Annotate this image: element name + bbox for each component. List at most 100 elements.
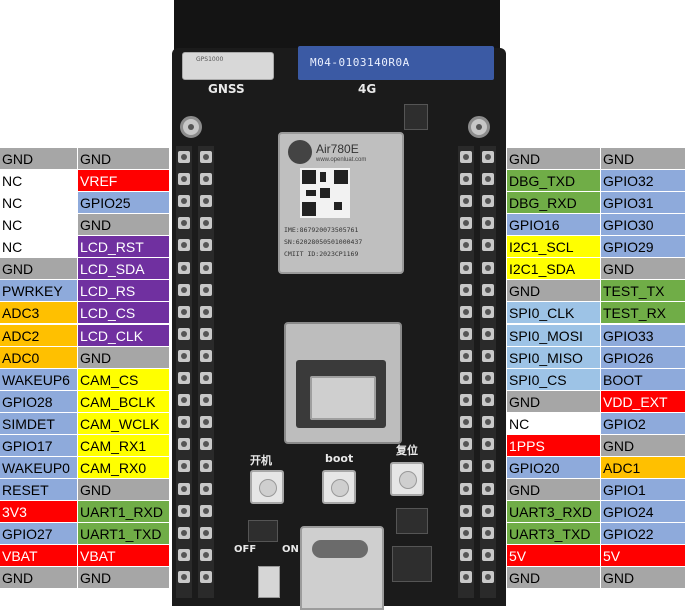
- header-pin-hole: [460, 372, 472, 384]
- header-pin-hole: [460, 261, 472, 274]
- header-pin-hole: [200, 372, 212, 384]
- left-pin-label: LCD_RS: [78, 280, 170, 303]
- left-pin-label: VREF: [78, 170, 170, 193]
- header-pin-hole: [200, 394, 212, 407]
- left-pin-label: LCD_SDA: [78, 258, 170, 281]
- right-pin-label: GPIO22: [601, 523, 686, 546]
- right-pin-label: GND: [507, 567, 601, 590]
- right-pin-label: GPIO31: [601, 192, 686, 215]
- header-pin-hole: [460, 460, 472, 473]
- gnss-antenna-chip: [182, 52, 274, 80]
- header-pin-hole: [460, 151, 472, 163]
- right-pin-label: GND: [507, 390, 601, 413]
- usb-c-port: [312, 540, 368, 558]
- header-pin-hole: [178, 482, 190, 495]
- header-pin-hole: [460, 438, 472, 451]
- gnss-ufl-connector: [180, 116, 202, 138]
- left-pin-label: PWRKEY: [0, 280, 78, 303]
- header-pin-hole: [482, 438, 494, 451]
- header-pin-hole: [482, 217, 494, 230]
- left-pin-label: CAM_CS: [78, 368, 170, 391]
- header-pin-hole: [200, 570, 212, 583]
- module-imei: IME:867920073505761: [284, 226, 359, 234]
- left-pin-label: VBAT: [0, 545, 78, 568]
- header-pin-hole: [178, 526, 190, 539]
- header-pin-hole: [200, 173, 212, 186]
- header-pin-hole: [460, 504, 472, 517]
- header-pin-hole: [178, 261, 190, 274]
- left-pin-label: LCD_CS: [78, 302, 170, 325]
- header-pin-hole: [482, 526, 494, 539]
- header-pin-hole: [200, 151, 212, 163]
- gnss-label: GNSS: [208, 82, 245, 96]
- right-header-inner: [458, 146, 474, 598]
- header-pin-hole: [482, 372, 494, 384]
- right-pin-label: GPIO32: [601, 170, 686, 193]
- left-pin-label: NC: [0, 214, 78, 237]
- header-pin-hole: [178, 416, 190, 429]
- left-pin-label: GPIO27: [0, 523, 78, 546]
- header-pin-hole: [178, 372, 190, 384]
- right-pin-label: SPI0_MISO: [507, 346, 601, 369]
- header-pin-hole: [482, 394, 494, 407]
- left-pin-label: GND: [0, 258, 78, 281]
- right-pin-label: GND: [601, 148, 686, 170]
- header-pin-hole: [460, 394, 472, 407]
- right-pin-label: NC: [507, 412, 601, 435]
- header-pin-hole: [482, 239, 494, 252]
- lte-antenna-text: M04-0103140R0A: [310, 56, 410, 69]
- header-pin-hole: [200, 283, 212, 296]
- left-header-outer: [176, 146, 192, 598]
- left-pin-label: GND: [78, 478, 170, 501]
- header-pin-hole: [482, 261, 494, 274]
- left-pin-label: LCD_RST: [78, 236, 170, 259]
- left-pin-label: GND: [0, 148, 78, 170]
- header-pin-hole: [178, 570, 190, 583]
- usb-c-connector: [300, 526, 384, 610]
- right-pin-label: UART3_RXD: [507, 501, 601, 523]
- header-pin-hole: [178, 283, 190, 296]
- header-pin-hole: [200, 482, 212, 495]
- header-pin-hole: [460, 283, 472, 296]
- left-pin-label: GND: [78, 567, 170, 590]
- header-pin-hole: [178, 438, 190, 451]
- right-pin-label: GPIO30: [601, 214, 686, 237]
- left-pin-label: ADC3: [0, 302, 78, 325]
- right-pin-label: I2C1_SCL: [507, 236, 601, 259]
- right-pin-label: GPIO1: [601, 478, 686, 501]
- lte-label: 4G: [358, 82, 377, 96]
- header-pin-hole: [460, 173, 472, 186]
- boot-button-label: boot: [325, 452, 354, 465]
- header-pin-hole: [200, 504, 212, 517]
- left-pin-label: CAM_RX0: [78, 456, 170, 479]
- header-pin-hole: [178, 504, 190, 517]
- right-pin-label: GPIO24: [601, 501, 686, 523]
- lte-antenna: [298, 46, 494, 80]
- power-button-label: 开机: [250, 454, 272, 467]
- right-pin-label: GND: [507, 280, 601, 303]
- header-pin-hole: [482, 416, 494, 429]
- header-pin-hole: [178, 173, 190, 186]
